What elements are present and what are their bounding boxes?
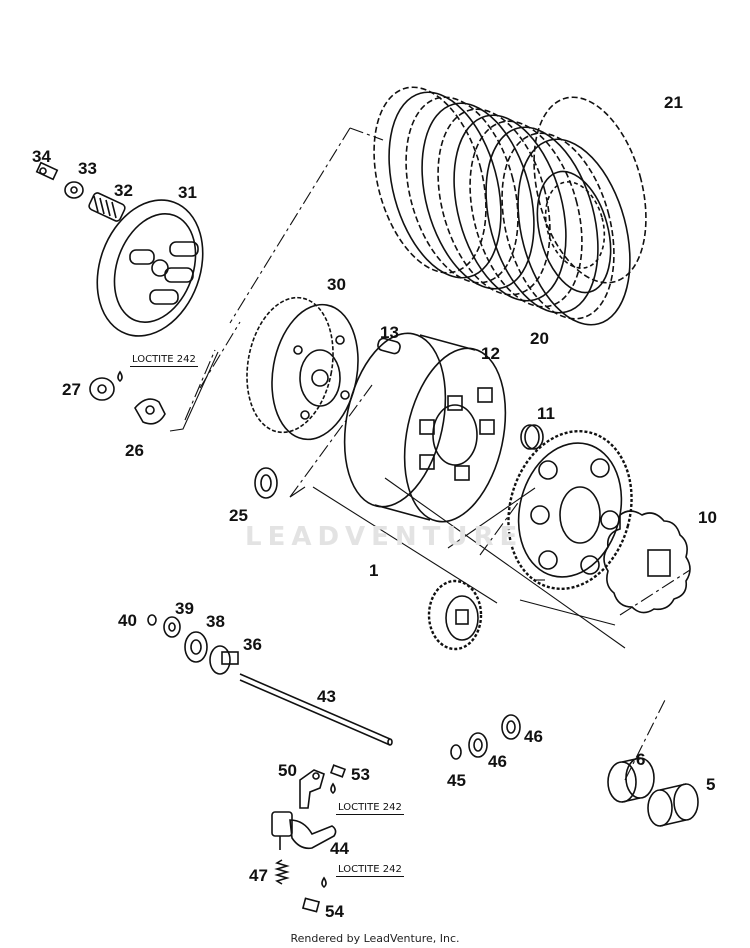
ring-45 xyxy=(450,744,462,760)
washer-33 xyxy=(64,181,84,199)
lever-plate-50 xyxy=(299,769,325,809)
bushing-11 xyxy=(520,424,544,450)
callout-39: 39 xyxy=(175,599,194,618)
assembly-brackets xyxy=(169,351,626,649)
release-shaft-44 xyxy=(271,811,337,850)
callout-46b: 46 xyxy=(524,727,543,746)
inner-hub xyxy=(246,296,359,441)
callout-38: 38 xyxy=(206,612,225,631)
callout-32: 32 xyxy=(114,181,133,200)
callout-25: 25 xyxy=(229,506,248,525)
callout-36: 36 xyxy=(243,635,262,654)
pressure-plate xyxy=(96,199,204,337)
circlip-40 xyxy=(147,614,157,626)
washer-39 xyxy=(163,616,181,638)
callout-11: 11 xyxy=(537,404,555,423)
needle-bearing-46a xyxy=(468,732,488,758)
callout-6: 6 xyxy=(636,750,646,769)
lock-plate-26 xyxy=(134,398,166,425)
footer-credit: Rendered by LeadVenture, Inc. xyxy=(290,932,460,945)
pressure-piece-36 xyxy=(209,645,239,675)
callout-20: 20 xyxy=(530,329,549,348)
bolt-54 xyxy=(301,897,321,913)
callout-10: 10 xyxy=(698,508,717,527)
callout-46a: 46 xyxy=(488,752,507,771)
bush-5 xyxy=(647,783,699,827)
push-rod-43 xyxy=(239,673,393,746)
callout-34: 34 xyxy=(32,147,51,166)
callout-40: 40 xyxy=(118,611,137,630)
callout-12: 12 xyxy=(481,344,500,363)
callout-53: 53 xyxy=(351,765,370,784)
callout-45: 45 xyxy=(447,771,466,790)
loctite-note-1: LOCTITE 242 xyxy=(130,354,198,367)
screw-53 xyxy=(329,764,347,778)
callout-30: 30 xyxy=(327,275,346,294)
callout-13: 13 xyxy=(380,323,399,342)
spring-32 xyxy=(88,192,126,222)
primary-gear xyxy=(507,429,633,591)
callout-31: 31 xyxy=(178,183,197,202)
loctite-note-2: LOCTITE 242 xyxy=(336,802,404,815)
callout-1: 1 xyxy=(369,561,379,580)
needle-bearing-6 xyxy=(607,757,655,803)
callout-27: 27 xyxy=(62,380,81,399)
callout-50: 50 xyxy=(278,761,297,780)
callout-47: 47 xyxy=(249,866,268,885)
needle-bearing-46b xyxy=(501,714,521,740)
watermark: LEADVENTURE xyxy=(245,522,524,552)
callout-21: 21 xyxy=(664,93,683,112)
pin-13 xyxy=(377,337,401,355)
spring-47 xyxy=(274,859,290,885)
clutch-plate-stack xyxy=(373,86,647,326)
small-gear xyxy=(427,579,483,651)
callout-5: 5 xyxy=(706,775,716,794)
bolt-34 xyxy=(35,161,59,181)
callout-44: 44 xyxy=(330,839,349,858)
outer-basket xyxy=(343,332,507,523)
loctite-drops xyxy=(117,370,336,889)
nut-27 xyxy=(89,377,115,401)
callout-33: 33 xyxy=(78,159,97,178)
damper-plate-10 xyxy=(603,510,691,614)
callout-54: 54 xyxy=(325,902,344,921)
washer-25 xyxy=(254,467,278,499)
callout-26: 26 xyxy=(125,441,144,460)
callout-43: 43 xyxy=(317,687,336,706)
loctite-note-3: LOCTITE 242 xyxy=(336,864,404,877)
bearing-38 xyxy=(184,631,208,663)
